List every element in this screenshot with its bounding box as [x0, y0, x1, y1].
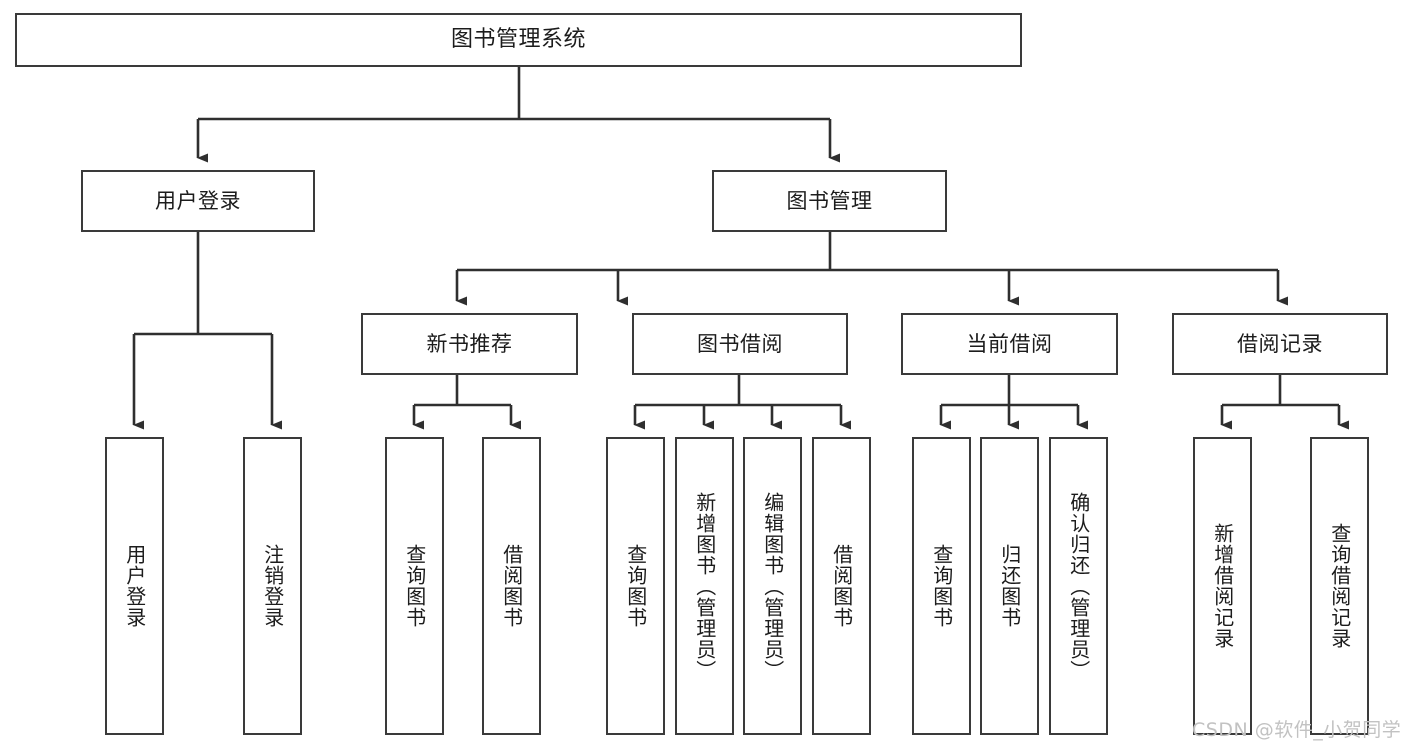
node-new-book-recommend[interactable]: 新书推荐: [361, 313, 578, 375]
node-label: 新增图书（管理员）: [692, 491, 717, 681]
leaf-borrow-book[interactable]: 借阅图书: [812, 437, 871, 735]
node-user-login[interactable]: 用户登录: [81, 170, 315, 232]
leaf-add-borrow-record[interactable]: 新增借阅记录: [1193, 437, 1252, 735]
node-label: 编辑图书（管理员）: [760, 491, 785, 681]
node-label: 图书管理系统: [450, 27, 586, 53]
leaf-add-book-admin[interactable]: 新增图书（管理员）: [675, 437, 734, 735]
node-label: 归还图书: [997, 544, 1022, 628]
node-current-borrow[interactable]: 当前借阅: [901, 313, 1118, 375]
node-label: 查询图书: [623, 544, 648, 628]
leaf-edit-book-admin[interactable]: 编辑图书（管理员）: [743, 437, 802, 735]
leaf-confirm-return-admin[interactable]: 确认归还（管理员）: [1049, 437, 1108, 735]
node-label: 查询借阅记录: [1327, 523, 1352, 649]
node-label: 图书借阅: [697, 331, 783, 356]
node-label: 借阅记录: [1237, 331, 1323, 356]
node-label: 图书管理: [786, 188, 873, 213]
node-root-book-management-system[interactable]: 图书管理系统: [15, 13, 1022, 67]
leaf-user-login[interactable]: 用户登录: [105, 437, 164, 735]
node-book-borrow[interactable]: 图书借阅: [632, 313, 848, 375]
node-label: 注销登录: [260, 544, 285, 628]
leaf-query-book-recommend[interactable]: 查询图书: [385, 437, 444, 735]
node-label: 用户登录: [155, 188, 241, 213]
node-label: 确认归还（管理员）: [1066, 491, 1091, 681]
leaf-return-book[interactable]: 归还图书: [980, 437, 1039, 735]
node-borrow-record[interactable]: 借阅记录: [1172, 313, 1388, 375]
node-book-management[interactable]: 图书管理: [712, 170, 947, 232]
node-label: 借阅图书: [499, 544, 524, 628]
leaf-logout[interactable]: 注销登录: [243, 437, 302, 735]
leaf-borrow-book-recommend[interactable]: 借阅图书: [482, 437, 541, 735]
leaf-query-book-borrow[interactable]: 查询图书: [606, 437, 665, 735]
csdn-watermark: CSDN @软件_小贺同学: [1192, 719, 1402, 741]
node-label: 用户登录: [122, 544, 147, 628]
leaf-query-book-current[interactable]: 查询图书: [912, 437, 971, 735]
node-label: 新增借阅记录: [1210, 523, 1235, 649]
node-label: 当前借阅: [966, 331, 1053, 356]
node-label: 借阅图书: [829, 544, 854, 628]
node-label: 查询图书: [402, 544, 427, 628]
node-label: 查询图书: [929, 544, 954, 628]
leaf-query-borrow-record[interactable]: 查询借阅记录: [1310, 437, 1369, 735]
node-label: 新书推荐: [426, 331, 513, 356]
